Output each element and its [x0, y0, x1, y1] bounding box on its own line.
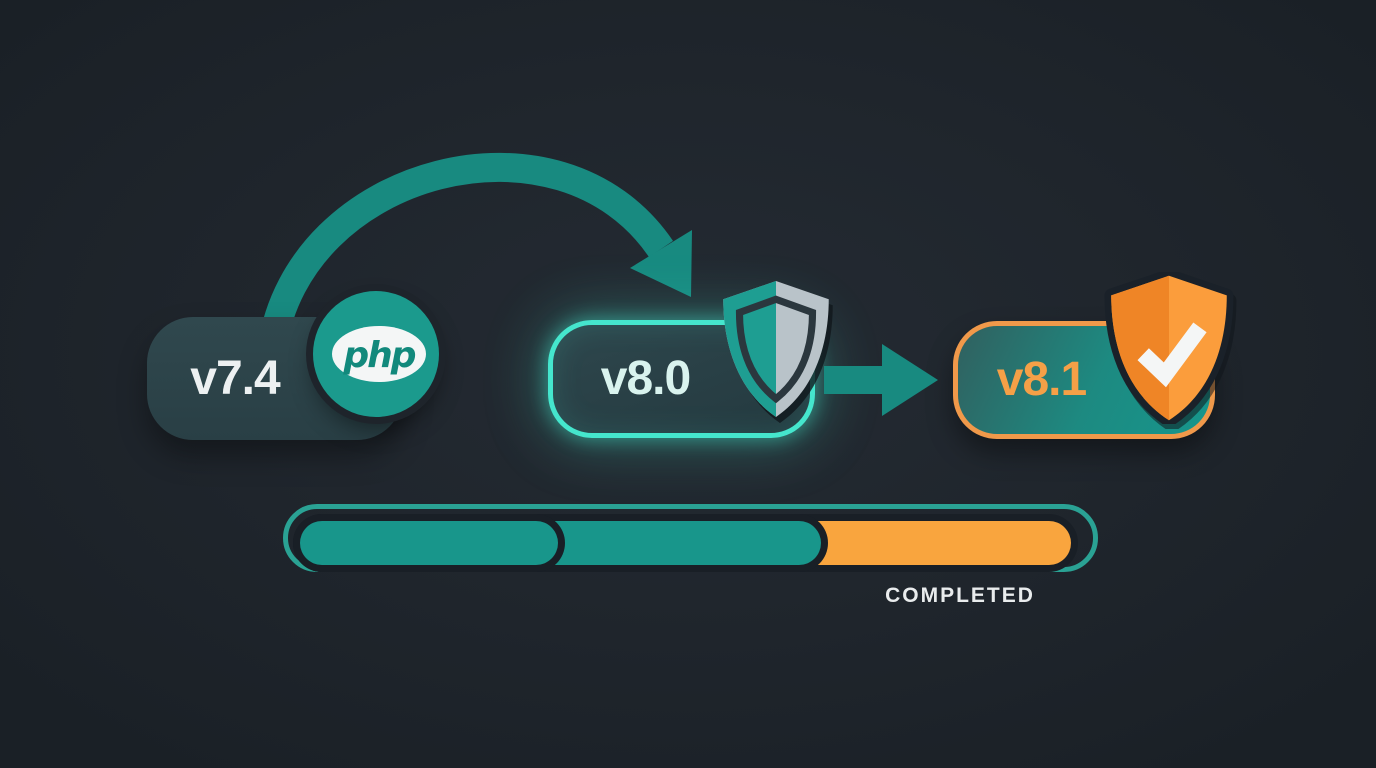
php-logo-text: php [342, 335, 415, 376]
verified-shield-icon [1104, 272, 1234, 424]
version-label-v81: v8.1 [996, 353, 1087, 406]
checkmark-icon [1137, 322, 1207, 388]
version-label-v74: v7.4 [190, 351, 280, 405]
security-shield-icon [723, 281, 829, 417]
right-arrow-icon [824, 344, 938, 416]
completed-label: COMPLETED [885, 584, 1035, 607]
version-label-v80: v8.0 [600, 352, 691, 405]
upgrade-progress-bar [283, 504, 1098, 572]
php-logo-icon: php [313, 291, 439, 417]
progress-segment-1 [300, 521, 558, 565]
php-logo-ellipse: php [332, 326, 426, 382]
